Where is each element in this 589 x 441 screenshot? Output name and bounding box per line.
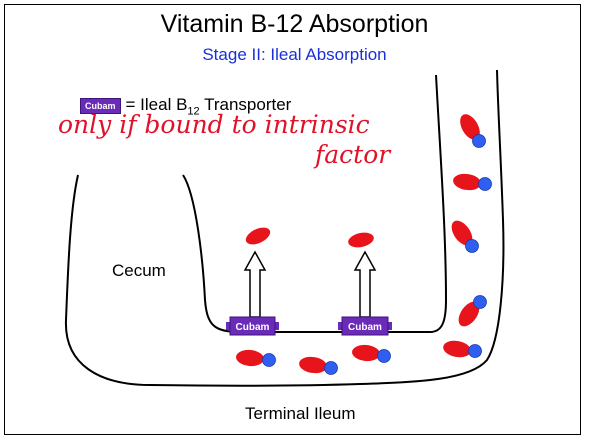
legend-cubam-chip: Cubam (80, 98, 121, 114)
b12-if-complex-7 (299, 356, 338, 375)
legend: Cubam = Ileal B12 Transporter (80, 95, 291, 117)
b12-if-complex-2 (453, 173, 492, 191)
b12-if-complex-5 (443, 340, 482, 358)
handwritten-note-line1: only if bound to intrinsic (58, 110, 370, 139)
terminal-ileum-label: Terminal Ileum (245, 404, 356, 423)
b12-if-complex-8 (352, 344, 391, 363)
b12-if-complex-1 (460, 114, 486, 148)
cubam-label-1: Cubam (236, 322, 270, 333)
legend-suffix: Transporter (199, 94, 292, 114)
absorption-arrow-1 (243, 250, 267, 318)
cubam-label-2: Cubam (348, 322, 382, 333)
slide-subtitle: Stage II: Ileal Absorption (202, 45, 387, 64)
absorbed-b12-2 (348, 232, 374, 248)
absorption-arrow-2 (353, 250, 377, 318)
slide-title: Vitamin B-12 Absorption (160, 10, 429, 38)
b12-if-complex-6 (236, 349, 276, 367)
cubam-transporter-1: Cubam (226, 316, 279, 336)
absorbed-b12-1 (245, 227, 271, 245)
cubam-transporter-2: Cubam (338, 316, 392, 336)
b12-if-complex-4 (458, 295, 487, 327)
legend-text: = Ileal B12 Transporter (126, 95, 292, 117)
legend-equals-text: = Ileal B (125, 94, 188, 114)
intestine-inner-wall (182, 74, 448, 333)
legend-subscript: 12 (187, 105, 200, 118)
intestine-outer-wall (64, 69, 505, 387)
handwritten-note-line2: factor (315, 140, 391, 169)
b12-if-complex-3 (451, 220, 479, 253)
cecum-label: Cecum (112, 261, 166, 280)
